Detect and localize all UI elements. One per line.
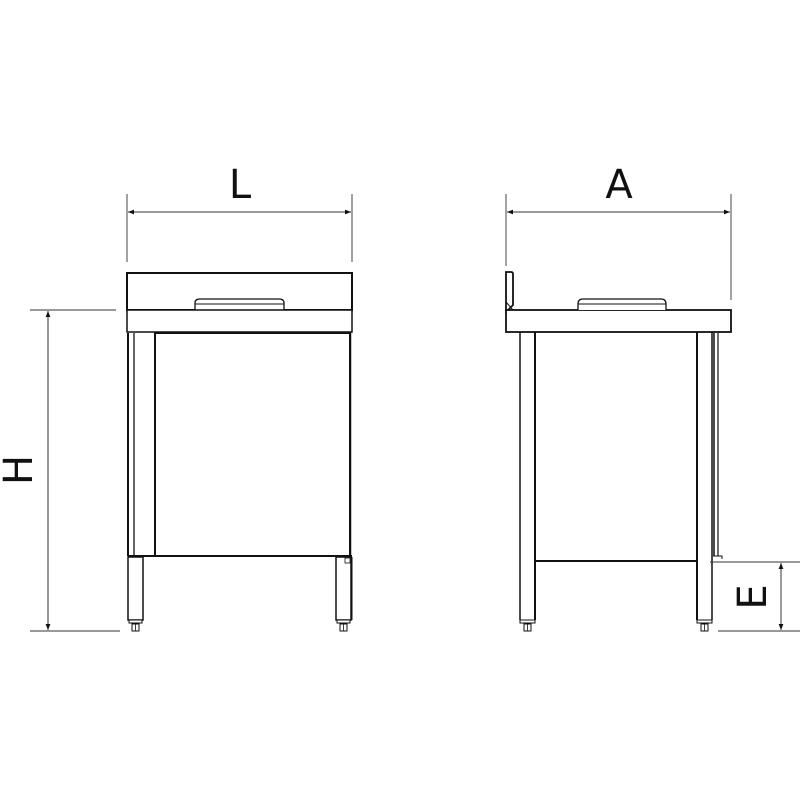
dimension-label-a: A <box>605 162 633 208</box>
dimension-label-h: H <box>0 455 42 485</box>
dimension-h <box>30 309 120 632</box>
door-panel <box>154 332 351 557</box>
cabinet-body <box>127 332 352 557</box>
side-worktop <box>505 271 732 333</box>
side-view: A <box>505 162 800 632</box>
side-body <box>519 332 723 620</box>
front-legs <box>127 556 353 632</box>
dimension-e <box>710 561 800 632</box>
side-legs <box>519 619 713 632</box>
front-view: L <box>0 162 353 632</box>
dimension-a <box>505 194 732 300</box>
dimension-l <box>126 194 353 262</box>
dimension-label-l: L <box>229 162 252 208</box>
dimension-label-e: E <box>730 584 776 609</box>
worktop <box>126 272 353 333</box>
